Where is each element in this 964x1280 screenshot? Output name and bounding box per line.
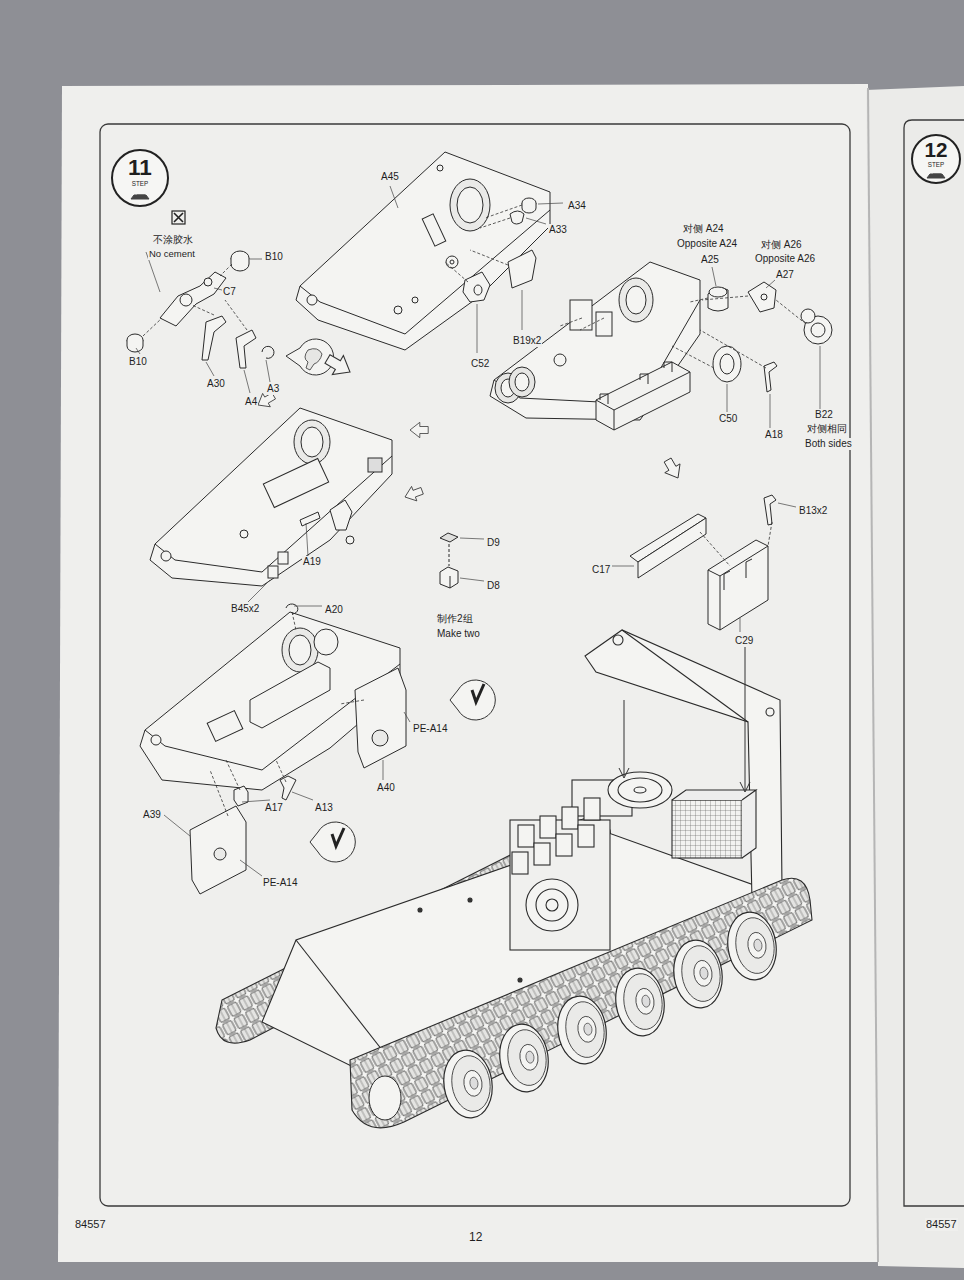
label-holder: 84557 <box>925 1214 958 1232</box>
label-holder: Opposite A26 <box>754 248 816 266</box>
part-number: A40 <box>376 782 396 794</box>
part-number: B13x2 <box>798 505 828 517</box>
label-holder: A19 <box>302 551 322 569</box>
label-holder: A39 <box>142 804 162 822</box>
part-number: PE-A14 <box>262 877 298 889</box>
assembly-note: 对侧 A26 <box>760 239 803 251</box>
assembly-note: 制作2组 <box>436 613 474 625</box>
part-number: C52 <box>470 358 490 370</box>
part-number: C50 <box>718 413 738 425</box>
label-holder: B45x2 <box>230 598 260 616</box>
part-number: PE-A14 <box>412 723 448 735</box>
part-number: A45 <box>380 171 400 183</box>
label-holder: Make two <box>436 623 481 641</box>
assembly-note: 对侧相同 <box>806 423 848 435</box>
label-holder: Opposite A24 <box>676 233 738 251</box>
assembly-note: Opposite A24 <box>676 238 738 250</box>
part-number: C17 <box>591 564 611 576</box>
part-number: A33 <box>548 224 568 236</box>
label-holder: A45 <box>380 166 400 184</box>
part-number: A30 <box>206 378 226 390</box>
part-number: B10 <box>128 356 148 368</box>
label-holder: D9 <box>486 532 501 550</box>
label-holder: C7 <box>222 281 237 299</box>
label-holder: Both sides <box>804 433 853 451</box>
label-holder: A34 <box>567 195 587 213</box>
step-word: STEP <box>110 181 170 187</box>
label-holder: 12 <box>468 1227 483 1245</box>
part-number: A27 <box>775 269 795 281</box>
part-number: A17 <box>264 802 284 814</box>
part-number: D9 <box>486 537 501 549</box>
part-number: A4 <box>244 396 258 408</box>
label-holder: B19x2 <box>512 330 542 348</box>
assembly-note: Make two <box>436 628 481 640</box>
label-holder: A17 <box>264 797 284 815</box>
step-number: 11 <box>110 157 170 180</box>
label-holder: C50 <box>718 408 738 426</box>
label-holder: C29 <box>734 630 754 648</box>
part-number: A25 <box>700 254 720 266</box>
part-number: A20 <box>324 604 344 616</box>
part-number: B45x2 <box>230 603 260 615</box>
assembly-note: Both sides <box>804 438 853 450</box>
label-holder: A30 <box>206 373 226 391</box>
label-holder: 不涂胶水 <box>152 229 194 247</box>
label-holder: D8 <box>486 575 501 593</box>
assembly-note: Opposite A26 <box>754 253 816 265</box>
part-number: C7 <box>222 286 237 298</box>
label-holder: C17 <box>591 559 611 577</box>
assembly-note: 对侧 A24 <box>682 223 725 235</box>
step-number: 12 <box>910 140 962 161</box>
label-holder: A33 <box>548 219 568 237</box>
label-holder: 制作2组 <box>436 608 474 626</box>
part-number: A39 <box>142 809 162 821</box>
label-holder: PE-A14 <box>262 872 298 890</box>
part-number: C29 <box>734 635 754 647</box>
label-holder: A18 <box>764 424 784 442</box>
part-number: D8 <box>486 580 501 592</box>
label-holder: No cement <box>148 243 196 261</box>
kit-number: 84557 <box>74 1218 107 1231</box>
part-number: B22 <box>814 409 834 421</box>
badge-text: 11STEP <box>110 148 170 187</box>
label-holder: A40 <box>376 777 396 795</box>
step-word: STEP <box>910 162 962 168</box>
label-holder: A25 <box>700 249 720 267</box>
label-holder: 84557 <box>74 1214 107 1232</box>
kit-number: 84557 <box>925 1218 958 1231</box>
label-holder: A4 <box>244 391 258 409</box>
step-badge: 12STEP <box>910 131 962 187</box>
page-number: 12 <box>468 1231 483 1245</box>
label-holder: B10 <box>264 246 284 264</box>
label-holder: A13 <box>314 797 334 815</box>
label-holder: B13x2 <box>798 500 828 518</box>
label-holder: PE-A14 <box>412 718 448 736</box>
step-badge: 11STEP <box>110 148 170 208</box>
label-holder: C52 <box>470 353 490 371</box>
part-number: A19 <box>302 556 322 568</box>
badge-text: 12STEP <box>910 131 962 168</box>
assembly-note: 不涂胶水 <box>152 235 194 246</box>
part-number: A18 <box>764 429 784 441</box>
part-number: B19x2 <box>512 335 542 347</box>
label-holder: A20 <box>324 599 344 617</box>
label-holder: A27 <box>775 264 795 282</box>
label-holder: B10 <box>128 351 148 369</box>
label-holder: 对侧 A26 <box>760 234 803 252</box>
part-number: A13 <box>314 802 334 814</box>
label-holder: A3 <box>266 378 280 396</box>
part-number: A34 <box>567 200 587 212</box>
label-holder: 对侧相同 <box>806 418 848 436</box>
label-holder: 对侧 A24 <box>682 218 725 236</box>
part-number: A3 <box>266 383 280 395</box>
assembly-note: No cement <box>148 249 196 260</box>
part-number: B10 <box>264 251 284 263</box>
label-holder: B22 <box>814 404 834 422</box>
